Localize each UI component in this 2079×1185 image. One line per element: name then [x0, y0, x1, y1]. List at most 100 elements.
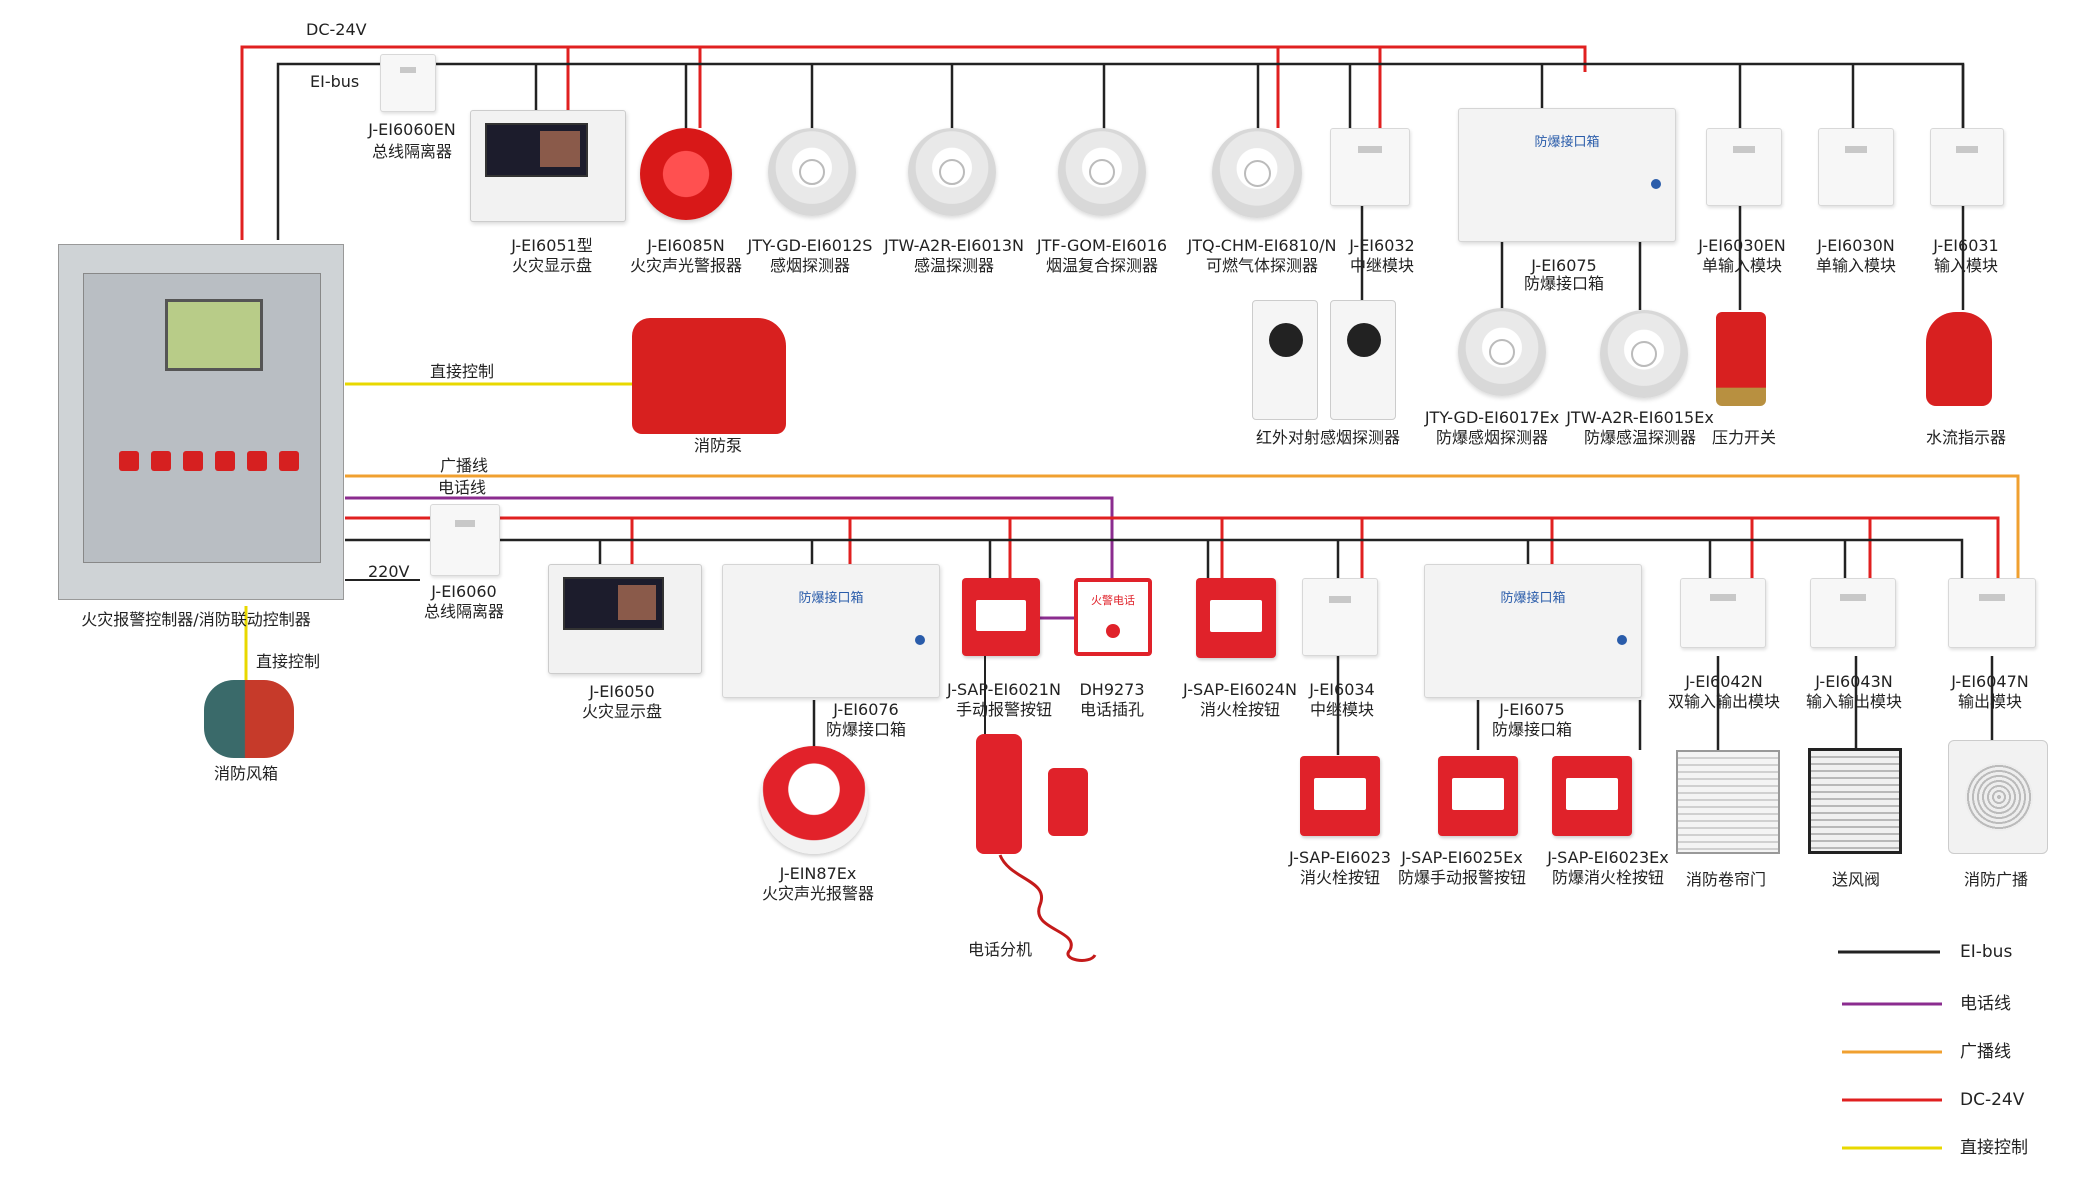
bottom-device-2-model: J-EI6076	[833, 700, 899, 719]
v220-label: 220V	[368, 562, 410, 581]
io-module	[1810, 578, 1896, 648]
bottom-device-4-model: DH9273	[1079, 680, 1145, 699]
explosion-proof-box-bottom-1: 防爆接口箱	[722, 564, 940, 698]
top-device-4-name: 感温探测器	[913, 256, 995, 275]
top-device-7-model: J-EI6032	[1349, 236, 1415, 255]
top-device-5-model: JTF-GOM-EI6016	[1036, 236, 1168, 255]
fire-broadcast-speaker	[1948, 740, 2048, 854]
bus-isolator-bottom	[430, 504, 500, 576]
bottom-sub-2-name: 消火栓按钮	[1299, 868, 1381, 887]
bottom-sub-3-model: J-SAP-EI6025Ex	[1401, 848, 1523, 867]
bottom-sub-2-model: J-SAP-EI6023	[1289, 848, 1391, 867]
fire-display-panel-bottom	[548, 564, 702, 674]
direct-control-fan-label: 直接控制	[256, 652, 321, 671]
top-device-10-name: 单输入模块	[1815, 256, 1897, 275]
bottom-device-1-name: 火灾显示盘	[581, 702, 663, 721]
phone-handset-base	[1048, 768, 1088, 836]
bus-isolator-top	[380, 54, 436, 112]
controller-label: 火灾报警控制器/消防联动控制器	[81, 610, 311, 629]
bottom-device-5-name: 消火栓按钮	[1199, 700, 1281, 719]
bottom-sub-6-name: 送风阀	[1831, 870, 1881, 889]
single-input-module-2	[1818, 128, 1894, 206]
fire-alarm-controller	[58, 244, 344, 600]
relay-module-top	[1330, 128, 1410, 206]
legend-1: 电话线	[1960, 994, 2011, 1014]
relay-module-bottom	[1302, 578, 1378, 656]
top-sub-4-name: 水流指示器	[1925, 428, 2007, 447]
heat-detector	[908, 128, 996, 216]
bottom-device-10-name: 输出模块	[1957, 692, 2023, 711]
bottom-sub-0-model: J-EIN87Ex	[779, 864, 857, 883]
beam-smoke-detector-1	[1252, 300, 1318, 420]
legend-3: DC-24V	[1960, 1090, 2025, 1110]
bottom-device-0-name: 总线隔离器	[423, 602, 505, 621]
fire-fan	[204, 680, 294, 758]
bottom-device-7-model: J-EI6075	[1499, 700, 1565, 719]
top-sub-1-name: 防爆感烟探测器	[1435, 428, 1549, 447]
hydrant-button	[1196, 578, 1276, 658]
phone-label: 电话线	[438, 478, 487, 497]
fan-label: 消防风箱	[213, 764, 279, 783]
bottom-sub-5-name: 消防卷帘门	[1685, 870, 1767, 889]
input-module	[1930, 128, 2004, 206]
top-sub-1-model: JTY-GD-EI6017Ex	[1424, 408, 1560, 427]
gas-detector	[1212, 128, 1302, 218]
pump-label: 消防泵	[693, 436, 743, 455]
top-device-1-model: J-EI6051型	[511, 236, 593, 255]
bottom-device-8-model: J-EI6042N	[1685, 672, 1763, 691]
bottom-device-8-name: 双输入输出模块	[1667, 692, 1781, 711]
ex-heat-detector	[1600, 310, 1688, 398]
ex-smoke-detector	[1458, 308, 1546, 396]
bottom-sub-3-name: 防爆手动报警按钮	[1397, 868, 1527, 887]
top-device-11-name: 输入模块	[1933, 256, 1999, 275]
legend-2: 广播线	[1960, 1042, 2011, 1062]
legend-4: 直接控制	[1960, 1138, 2028, 1158]
bottom-device-4-name: 电话插孔	[1079, 700, 1145, 719]
broadcast-label: 广播线	[440, 456, 489, 475]
bottom-device-0-model: J-EI6060	[431, 582, 497, 601]
single-input-module-1	[1706, 128, 1782, 206]
bottom-sub-7-name: 消防广播	[1963, 870, 2029, 889]
ex-manual-alarm-button	[1438, 756, 1518, 836]
bottom-sub-4-model: J-SAP-EI6023Ex	[1547, 848, 1669, 867]
legend-lines	[1838, 950, 1942, 1150]
bottom-device-2-name: 防爆接口箱	[825, 720, 907, 739]
bottom-sub-4-name: 防爆消火栓按钮	[1551, 868, 1665, 887]
bottom-device-3-name: 手动报警按钮	[955, 700, 1053, 719]
pressure-switch	[1716, 312, 1766, 406]
phone-jack: 火警电话	[1074, 578, 1152, 656]
dc24v-label: DC-24V	[306, 20, 367, 39]
top-device-1-name: 火灾显示盘	[511, 256, 593, 275]
dc24v-bottom-line	[345, 516, 2000, 580]
legend-0: EI-bus	[1960, 942, 2013, 962]
top-device-3-name: 感烟探测器	[769, 256, 851, 275]
top-device-6-name: 可燃气体探测器	[1205, 256, 1319, 275]
fire-display-panel-top	[470, 110, 626, 222]
bottom-device-3-model: J-SAP-EI6021N	[947, 680, 1061, 699]
fire-shutter	[1676, 750, 1780, 854]
top-device-11-model: J-EI6031	[1933, 236, 1999, 255]
water-flow-indicator	[1926, 312, 1992, 406]
top-device-10-model: J-EI6030N	[1817, 236, 1895, 255]
bottom-device-6-name: 中继模块	[1309, 700, 1375, 719]
top-device-7-name: 中继模块	[1349, 256, 1415, 275]
ex-hydrant-button	[1552, 756, 1632, 836]
sound-light-alarm-top	[640, 128, 732, 220]
phone-jack-text: 火警电话	[1091, 594, 1135, 607]
top-device-9-model: J-EI6030EN	[1698, 236, 1786, 255]
bottom-sub-1-name: 电话分机	[967, 940, 1033, 959]
top-device-8-name: 防爆接口箱	[1523, 274, 1605, 293]
top-sub-2-name: 防爆感温探测器	[1583, 428, 1697, 447]
direct-control-pump-label: 直接控制	[430, 362, 495, 381]
bottom-device-1-model: J-EI6050	[589, 682, 655, 701]
top-device-8-model: J-EI6075	[1531, 256, 1597, 275]
output-module	[1948, 578, 2036, 648]
top-device-4-model: JTW-A2R-EI6013N	[884, 236, 1024, 255]
top-sub-3-name: 压力开关	[1711, 428, 1777, 447]
ex-sound-light-alarm	[760, 746, 868, 854]
bottom-device-6-model: J-EI6034	[1309, 680, 1375, 699]
box-text-top: 防爆接口箱	[1534, 135, 1600, 150]
bottom-sub-0-name: 火灾声光报警器	[761, 884, 875, 903]
phone-handset	[976, 734, 1022, 854]
